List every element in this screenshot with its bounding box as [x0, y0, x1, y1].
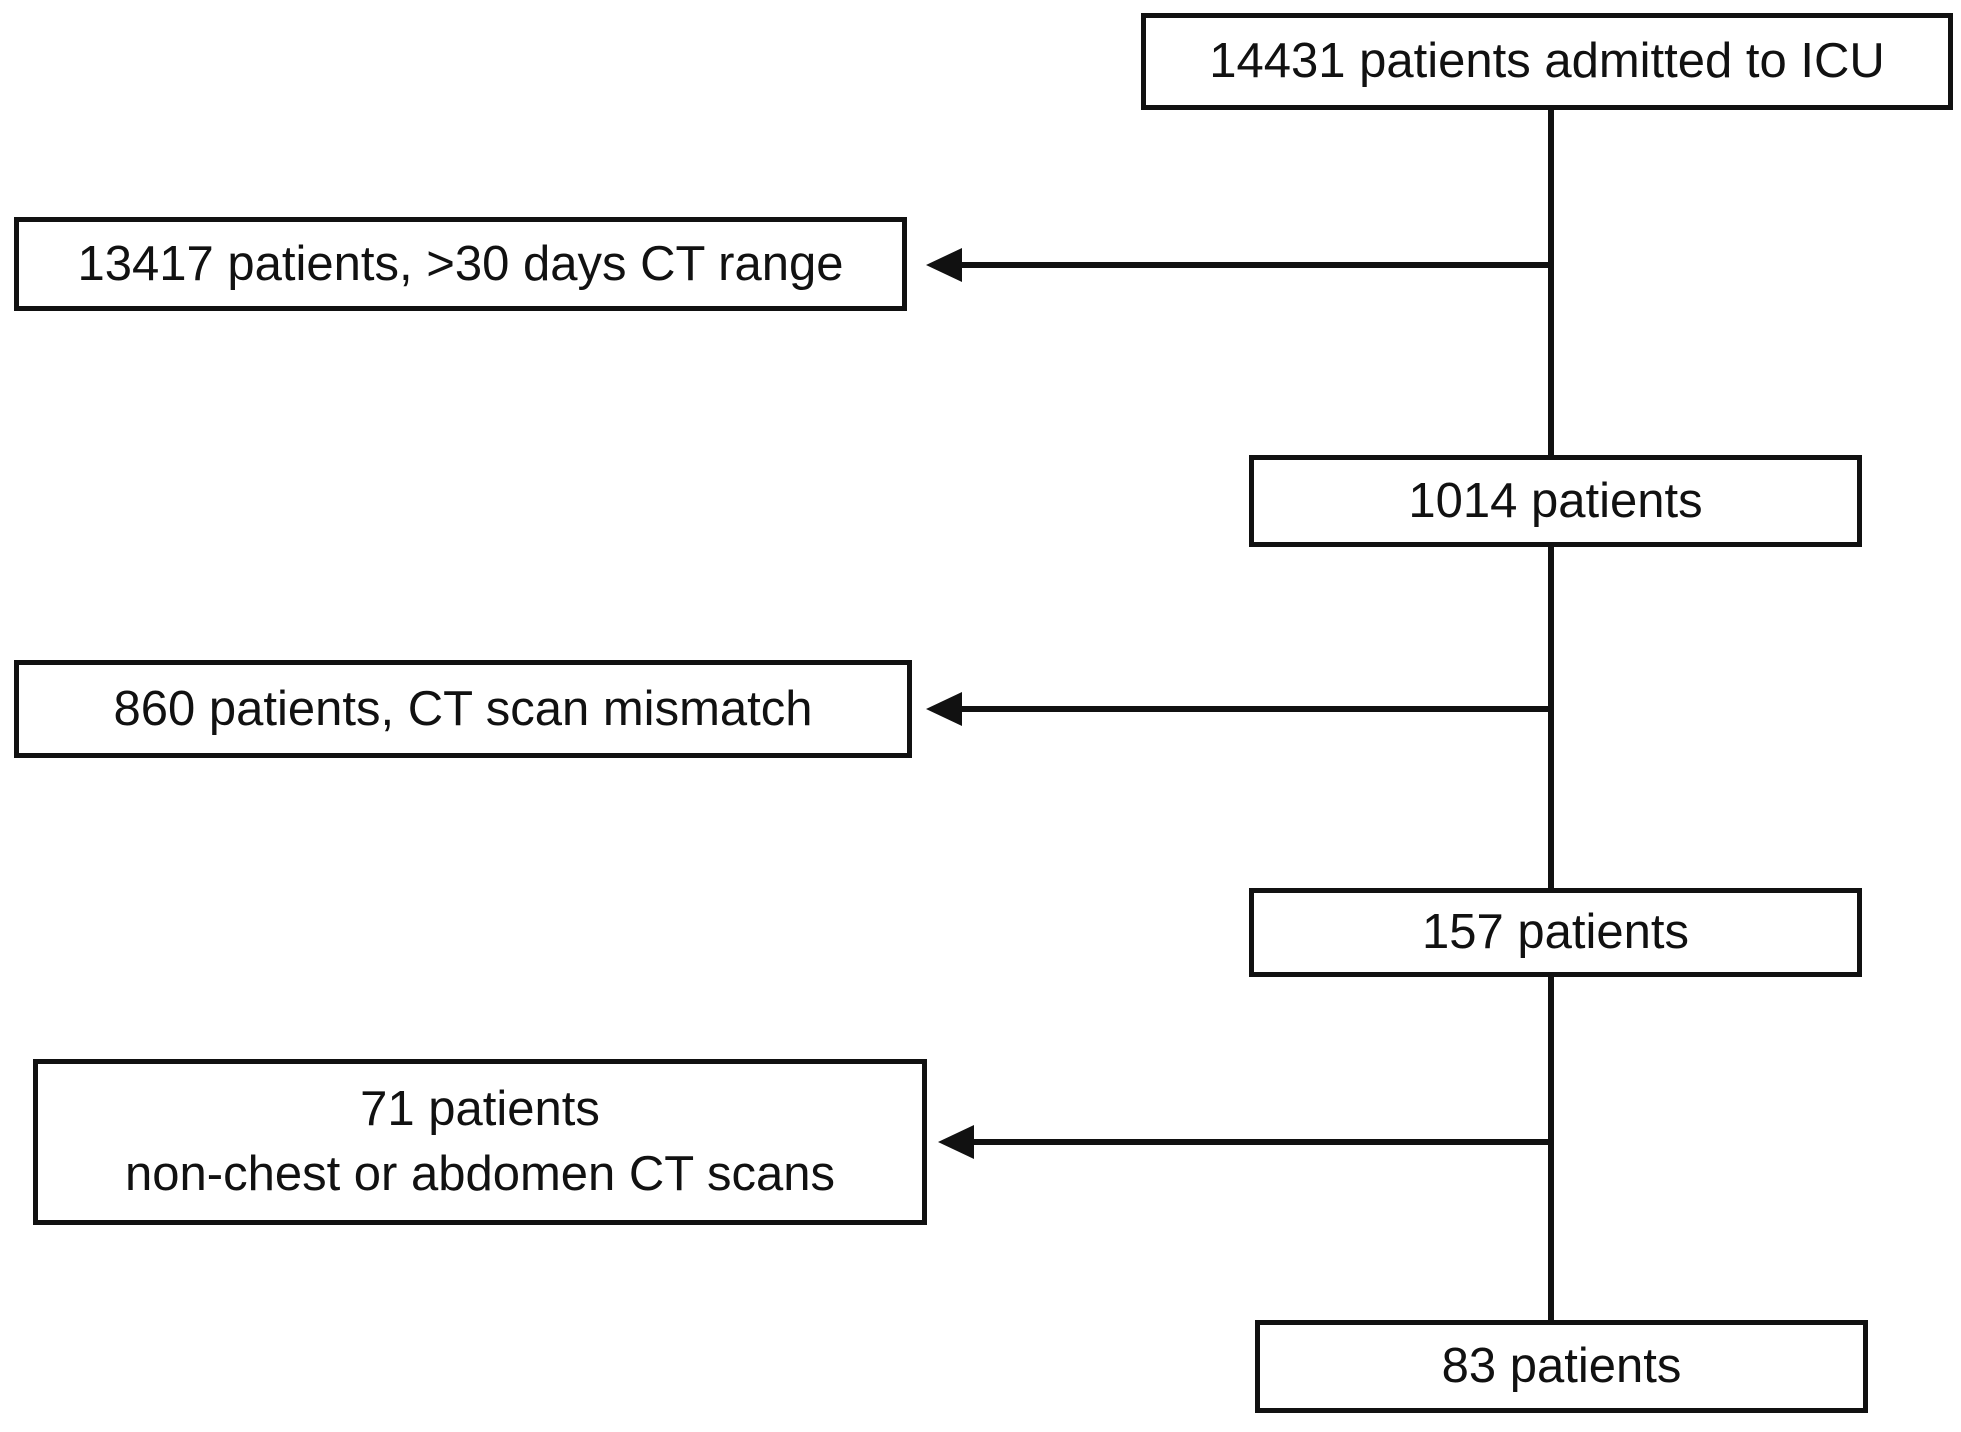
arrowhead-left-icon	[938, 1125, 974, 1159]
exclusion-box-label-line1: 71 patients	[360, 1082, 600, 1137]
exclusion-box-label-line2: non-chest or abdomen CT scans	[125, 1147, 835, 1201]
flow-box-label: 83 patients	[1441, 1339, 1682, 1394]
exclusion-arrow-2	[926, 692, 1551, 726]
flow-box-label: 14431 patients admitted to ICU	[1209, 34, 1885, 89]
flow-box-83-patients: 83 patients	[1255, 1320, 1868, 1413]
exclusion-box-non-chest-abdomen: 71 patients non-chest or abdomen CT scan…	[33, 1059, 927, 1225]
flow-box-1014-patients: 1014 patients	[1249, 455, 1862, 547]
exclusion-box-label: 860 patients, CT scan mismatch	[113, 681, 813, 736]
flow-box-157-patients: 157 patients	[1249, 888, 1862, 977]
exclusion-box-label: 13417 patients, >30 days CT range	[77, 236, 844, 291]
exclusion-box-ct-range: 13417 patients, >30 days CT range	[14, 217, 907, 311]
flow-box-admitted-icu: 14431 patients admitted to ICU	[1141, 13, 1953, 110]
flow-box-label: 157 patients	[1422, 905, 1689, 960]
exclusion-box-ct-mismatch: 860 patients, CT scan mismatch	[14, 660, 912, 758]
exclusion-arrow-3	[938, 1125, 1551, 1159]
arrowhead-left-icon	[926, 692, 962, 726]
exclusion-arrow-1	[926, 248, 1551, 282]
flow-box-label: 1014 patients	[1408, 473, 1703, 528]
arrowhead-left-icon	[926, 248, 962, 282]
